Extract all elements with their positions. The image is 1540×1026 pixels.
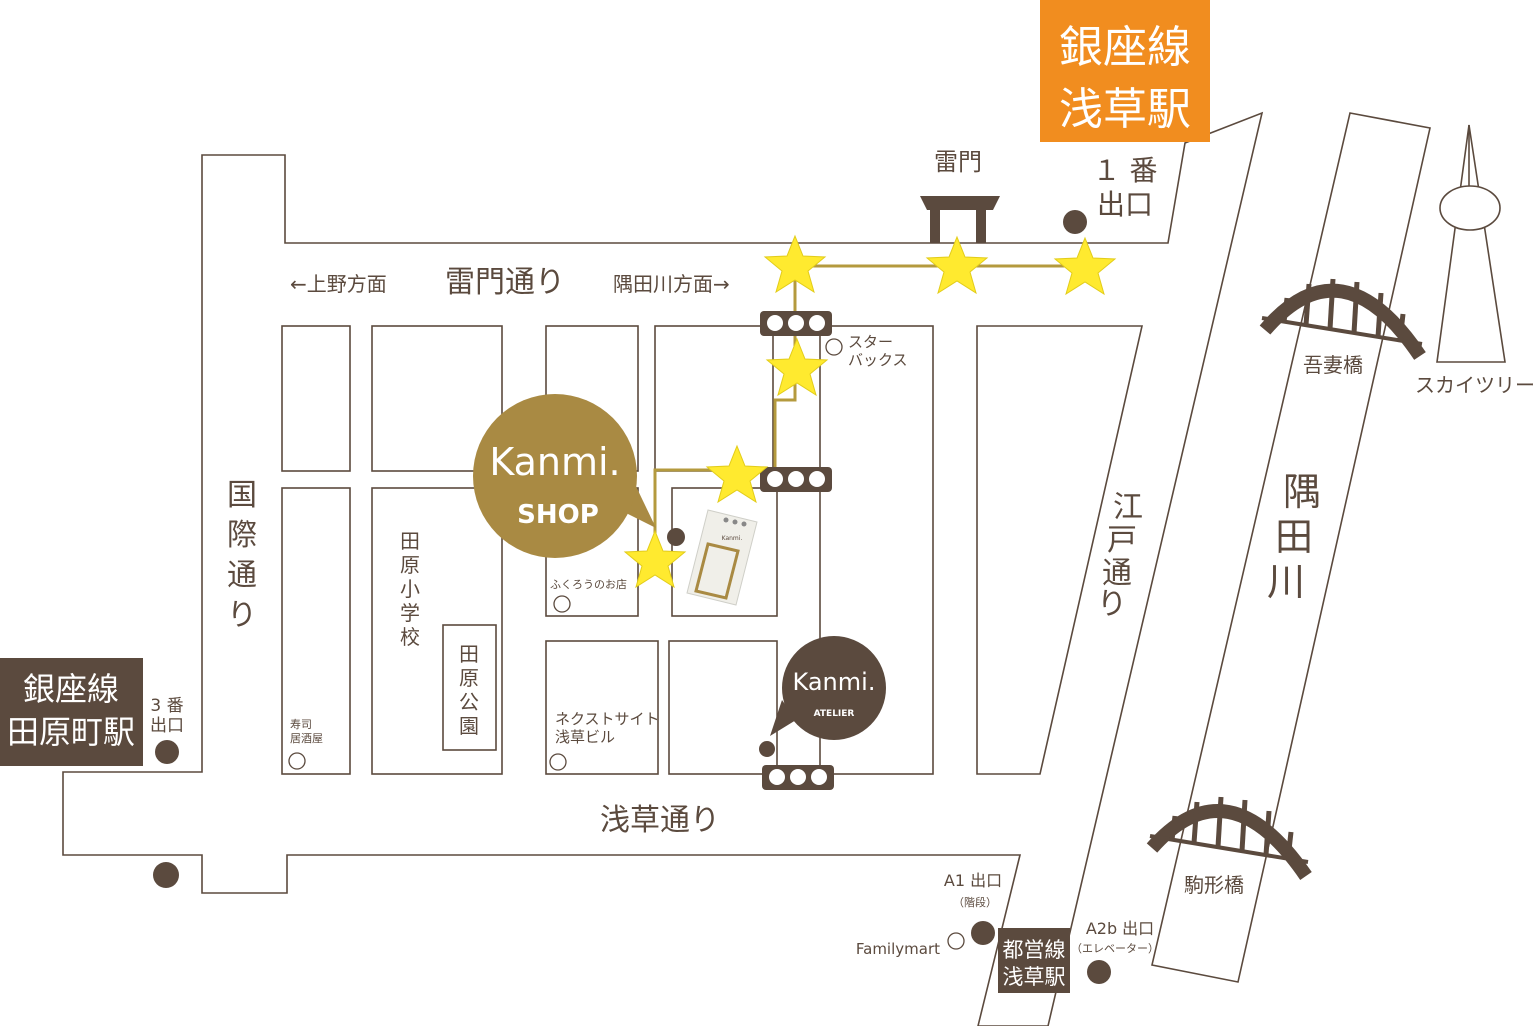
route-star <box>763 234 827 294</box>
svg-text:田: 田 <box>459 642 479 666</box>
exit-1-marker <box>1063 210 1087 234</box>
svg-text:小: 小 <box>400 577 420 601</box>
kokusai-street-label: 国 際 通 り <box>227 478 257 633</box>
svg-text:際: 際 <box>227 518 257 553</box>
sushi-marker <box>288 752 306 770</box>
svg-text:り: り <box>1097 587 1127 622</box>
familymart-label: Familymart <box>856 940 940 958</box>
atelier-brand: Kanmi. <box>793 668 876 696</box>
kanmi-atelier-bubble[interactable]: Kanmi. ATELIER <box>770 636 886 740</box>
ginza-tawaramachi-line: 銀座線 <box>23 670 119 708</box>
direction-sumida: 隅田川方面→ <box>613 272 730 296</box>
sushi-label-2: 居酒屋 <box>290 732 323 745</box>
skytree-icon <box>1436 124 1506 363</box>
svg-text:原: 原 <box>400 553 420 577</box>
svg-text:Kanmi.: Kanmi. <box>722 535 743 542</box>
toei-asakusa-station-box <box>998 928 1070 993</box>
tawara-park <box>442 624 497 751</box>
route-star <box>1053 236 1117 296</box>
kanmi-shop-bubble[interactable]: Kanmi. SHOP <box>473 394 656 558</box>
exit-1-line2: 出口 <box>1097 188 1153 221</box>
shop-location-marker <box>667 528 685 546</box>
route-star <box>925 235 989 295</box>
svg-text:通: 通 <box>227 558 257 593</box>
ginza-tawaramachi-name: 田原町駅 <box>7 713 135 751</box>
ginza-asakusa-line: 銀座線 <box>1059 22 1191 73</box>
edo-street-label: 江 戸 通 り <box>1097 490 1143 622</box>
route-star <box>705 444 769 504</box>
fukurou-marker <box>553 595 571 613</box>
fukurou-label: ふくろうのお店 <box>550 577 627 591</box>
asakusa-street-label: 浅草通り <box>600 803 720 838</box>
tawara-school-label: 田 原 小 学 校 <box>400 529 420 649</box>
svg-text:川: 川 <box>1267 560 1305 604</box>
traffic-light-3 <box>762 765 834 790</box>
svg-text:学: 学 <box>400 601 420 625</box>
azumabashi-bridge-icon <box>1259 278 1426 360</box>
shop-sub: SHOP <box>517 500 599 530</box>
svg-text:戸: 戸 <box>1107 523 1137 558</box>
svg-text:隅: 隅 <box>1283 470 1321 514</box>
starbucks-label-2: バックス <box>848 351 908 369</box>
exit-1-line1: １ 番 <box>1093 154 1158 187</box>
kaminarimon-street-label: 雷門通り <box>445 265 565 300</box>
svg-text:原: 原 <box>459 666 479 690</box>
route-star <box>623 529 687 589</box>
starbucks-label-1: スター <box>848 333 893 351</box>
svg-text:国: 国 <box>227 478 257 513</box>
sumida-river-label: 隅 田 川 <box>1267 470 1321 604</box>
atelier-location-marker <box>759 741 775 757</box>
komagatabashi-label: 駒形橋 <box>1184 873 1244 897</box>
sushi-label-1: 寿司 <box>290 717 312 731</box>
ginza-asakusa-name: 浅草駅 <box>1059 84 1191 135</box>
toei-asakusa-line: 都営線 <box>1003 938 1066 962</box>
exit-3-marker <box>155 740 179 764</box>
ginza-tawaramachi-station-box <box>0 658 143 766</box>
exit-a1-line1: A1 出口 <box>944 871 1002 890</box>
route-stars <box>623 234 1117 589</box>
exit-a1-marker <box>971 921 995 945</box>
exit-a2b-marker <box>1087 960 1111 984</box>
svg-text:り: り <box>227 598 257 633</box>
nextsite-marker <box>549 753 567 771</box>
azumabashi-label: 吾妻橋 <box>1303 353 1363 377</box>
route-star <box>765 337 829 397</box>
ginza-asakusa-station-box <box>1040 0 1210 142</box>
exit-a2b-line1: A2b 出口 <box>1086 919 1154 938</box>
atelier-sub: ATELIER <box>814 709 855 719</box>
starbucks-marker <box>825 338 843 356</box>
sumida-river <box>1151 112 1431 983</box>
exit-3-line1: 3 番 <box>150 696 183 716</box>
tawaramachi-exit-marker <box>153 862 179 888</box>
toei-asakusa-name: 浅草駅 <box>1003 965 1066 989</box>
svg-text:田: 田 <box>1275 515 1313 559</box>
skytree-label: スカイツリー <box>1415 373 1535 397</box>
svg-text:江: 江 <box>1113 490 1143 525</box>
svg-text:田: 田 <box>400 529 420 553</box>
svg-text:校: 校 <box>400 625 420 649</box>
exit-a2b-line2: （エレベーター） <box>1071 942 1159 955</box>
kaminarimon-gate-label: 雷門 <box>934 148 982 176</box>
traffic-light-1 <box>760 311 832 336</box>
tawara-park-label: 田 原 公 園 <box>459 642 479 738</box>
exit-a1-line2: （階段） <box>953 895 997 909</box>
traffic-light-2 <box>760 467 832 492</box>
svg-text:通: 通 <box>1102 556 1132 591</box>
svg-text:公: 公 <box>459 690 479 714</box>
shop-brand: Kanmi. <box>489 440 620 484</box>
komagatabashi-bridge-icon <box>1146 796 1312 880</box>
familymart-marker <box>947 932 965 950</box>
direction-ueno: ←上野方面 <box>290 272 387 296</box>
nextsite-label-2: 浅草ビル <box>555 728 615 746</box>
kanmi-building-icon: Kanmi. <box>686 509 758 606</box>
gate-icon <box>920 196 1000 243</box>
svg-text:園: 園 <box>459 714 479 738</box>
exit-3-line2: 出口 <box>150 716 184 736</box>
nextsite-label-1: ネクストサイト <box>555 710 660 728</box>
